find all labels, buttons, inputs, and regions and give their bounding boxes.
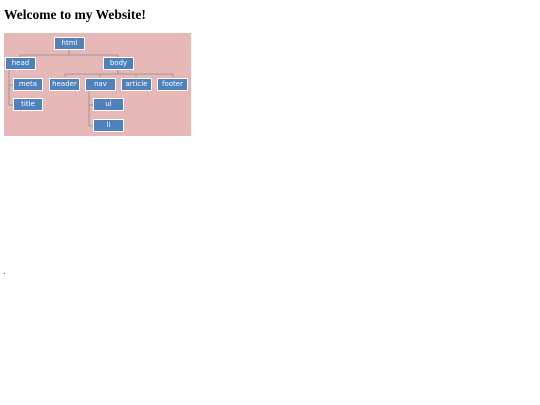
- tree-node-html: html: [54, 37, 85, 50]
- tree-node-head: head: [5, 57, 36, 70]
- tree-node-title: title: [13, 98, 43, 111]
- dom-tree-image: html head body meta header nav article f…: [4, 33, 191, 136]
- stray-dot: [4, 273, 5, 274]
- tree-node-article: article: [121, 78, 152, 91]
- tree-connectors: [8, 50, 174, 127]
- tree-node-footer: footer: [157, 78, 188, 91]
- tree-node-li: li: [93, 119, 124, 132]
- tree-node-ul: ul: [93, 98, 124, 111]
- tree-node-body: body: [103, 57, 134, 70]
- tree-node-nav: nav: [85, 78, 116, 91]
- tree-node-meta: meta: [13, 78, 43, 91]
- tree-node-header: header: [49, 78, 80, 91]
- page-heading: Welcome to my Website!: [4, 7, 146, 22]
